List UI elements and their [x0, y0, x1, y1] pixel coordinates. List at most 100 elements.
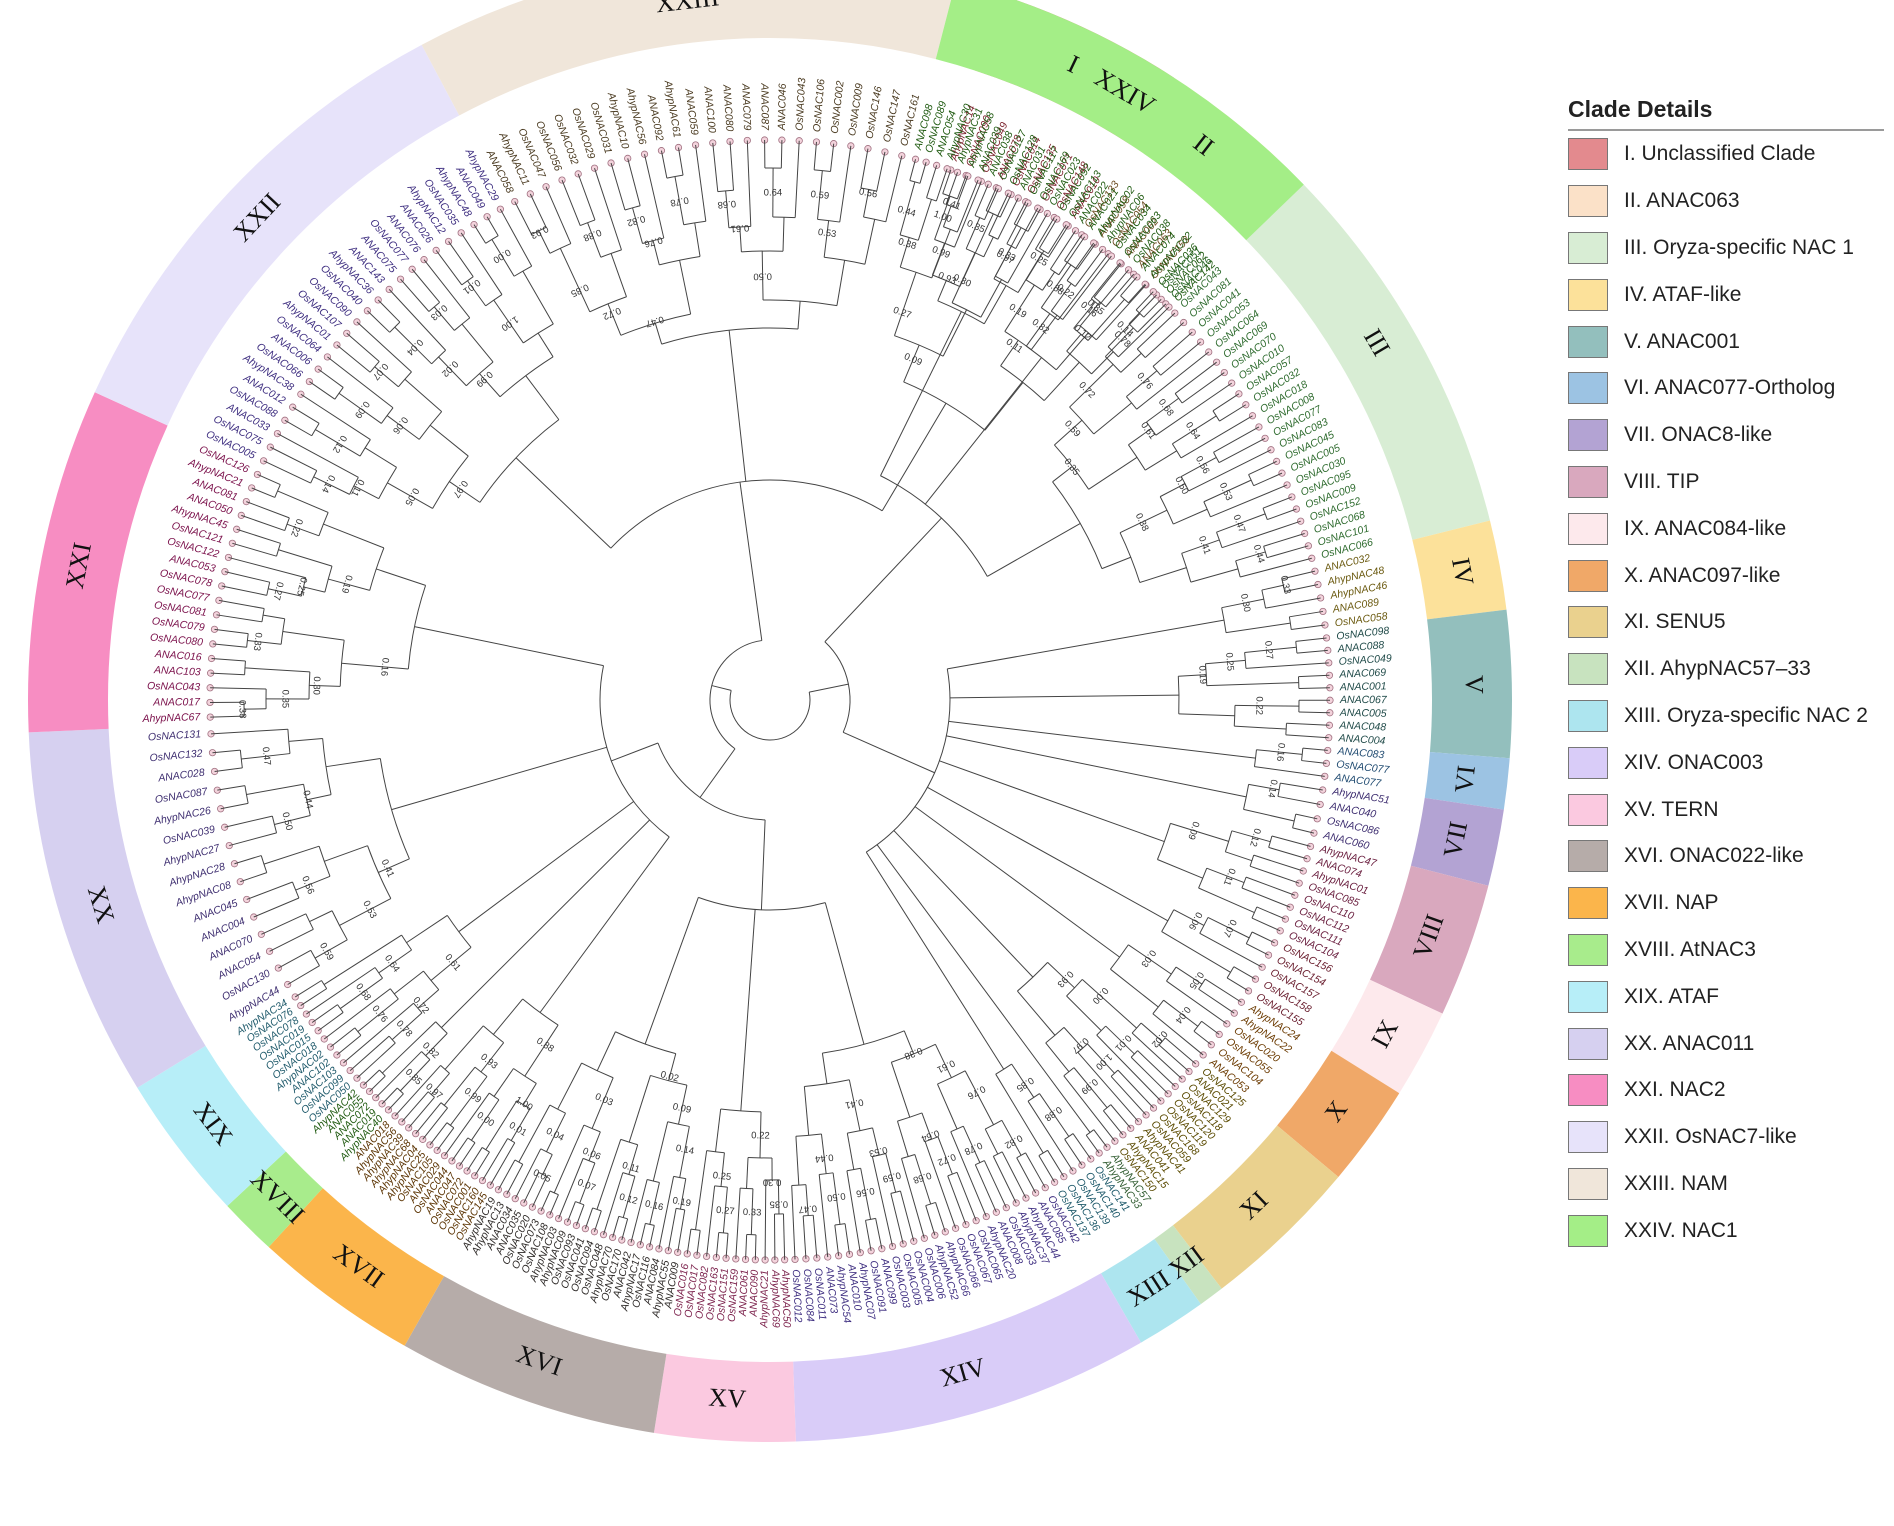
branch — [836, 260, 846, 306]
support-value: 0.27 — [271, 581, 286, 601]
leaf-label: ANAC083 — [1336, 745, 1385, 761]
legend-label: XXI. NAC2 — [1624, 1078, 1726, 1102]
branch — [694, 222, 701, 257]
leaf-label: OsNAC163 — [704, 1267, 721, 1321]
clade-numeral: VII — [1438, 819, 1474, 860]
branch — [924, 1141, 957, 1229]
support-value: 0.47 — [1231, 513, 1248, 534]
branch-arc — [947, 1171, 958, 1177]
branch — [740, 909, 756, 1112]
branch — [1098, 269, 1129, 306]
support-value: 0.82 — [1003, 1132, 1025, 1151]
branch — [1025, 1152, 1046, 1188]
branch-arc — [261, 608, 265, 622]
branch — [1284, 584, 1319, 593]
branch — [381, 1021, 437, 1074]
branch — [444, 1025, 484, 1070]
branch-arc — [709, 640, 762, 750]
legend-item: XXII. OsNAC7-like — [1568, 1114, 1890, 1161]
branch — [865, 851, 1005, 1070]
branch — [1066, 242, 1095, 281]
branch — [221, 585, 267, 596]
branch — [871, 1156, 894, 1247]
branch-arc — [1224, 830, 1233, 852]
tip-node — [618, 1236, 626, 1244]
branch — [1120, 276, 1138, 297]
branch — [537, 332, 554, 358]
branch — [1015, 207, 1039, 249]
legend-swatch — [1568, 465, 1608, 498]
branch — [1199, 932, 1263, 968]
branch — [1057, 253, 1109, 321]
branch — [406, 914, 448, 944]
branch — [549, 1194, 559, 1216]
branch — [246, 783, 304, 796]
clade-numeral: VI — [1449, 764, 1481, 795]
support-value: 0.12 — [618, 1192, 639, 1208]
branch — [1268, 846, 1308, 860]
branch — [924, 357, 1042, 505]
branch — [1064, 1139, 1083, 1166]
branch-arc — [819, 1172, 834, 1175]
branch — [1093, 402, 1132, 435]
branch — [1173, 909, 1205, 926]
branch — [1301, 760, 1327, 764]
branch — [1233, 966, 1256, 980]
support-value: 0.33 — [743, 1207, 762, 1219]
legend-swatch — [1568, 1214, 1608, 1247]
support-value: 0.50 — [826, 1190, 846, 1203]
branch-arc — [407, 585, 427, 669]
support-value: 0.64 — [920, 1127, 941, 1144]
leaf-label: AhypNAC50 — [779, 1269, 793, 1328]
branch — [1178, 713, 1235, 717]
branch — [1248, 783, 1280, 791]
branch — [591, 1077, 614, 1129]
branch-arc — [925, 1201, 936, 1207]
legend-item: VI. ANAC077-Ortholog — [1568, 365, 1890, 412]
branch — [1157, 859, 1203, 879]
branch — [865, 1220, 872, 1251]
tip-node — [289, 403, 297, 411]
clade-sector — [1331, 979, 1443, 1094]
branch-arc — [645, 1222, 655, 1226]
tip-node — [1022, 1194, 1030, 1202]
legend-item: V. ANAC001 — [1568, 318, 1890, 365]
branch — [677, 1085, 688, 1125]
branch — [492, 998, 524, 1035]
branch — [621, 1218, 629, 1241]
branch-arc — [479, 419, 560, 503]
branch — [210, 728, 288, 735]
legend-label: XIII. Oryza-specific NAC 2 — [1624, 703, 1868, 727]
branch — [695, 1150, 708, 1230]
legend-item: XII. AhypNAC57–33 — [1568, 646, 1890, 693]
branch-arc — [516, 1100, 531, 1110]
branch — [658, 1176, 675, 1249]
branch — [1256, 906, 1286, 920]
leaf-label: OsNAC082 — [693, 1265, 711, 1319]
branch — [430, 1072, 450, 1095]
branch — [1135, 291, 1154, 311]
branch — [377, 299, 401, 323]
branch — [263, 845, 320, 865]
support-value: 0.53 — [360, 899, 378, 920]
branch-arc — [1253, 749, 1257, 767]
branch — [217, 785, 246, 791]
branch — [1013, 201, 1027, 225]
branch — [1102, 1110, 1124, 1136]
branch — [1170, 822, 1229, 842]
branch — [1039, 1093, 1070, 1137]
branch — [277, 490, 329, 513]
tip-node — [1087, 1155, 1095, 1163]
branch — [1225, 622, 1291, 634]
branch-arc — [667, 1121, 690, 1127]
branch-arc — [926, 197, 937, 202]
branch — [479, 373, 501, 398]
branch — [262, 614, 285, 620]
support-value: 0.02 — [1149, 1028, 1169, 1049]
branch — [1292, 827, 1315, 834]
clade-sector — [1412, 520, 1507, 620]
branch — [261, 913, 307, 935]
branch — [1066, 995, 1102, 1031]
branch — [885, 155, 903, 222]
tip-node — [1235, 390, 1243, 398]
